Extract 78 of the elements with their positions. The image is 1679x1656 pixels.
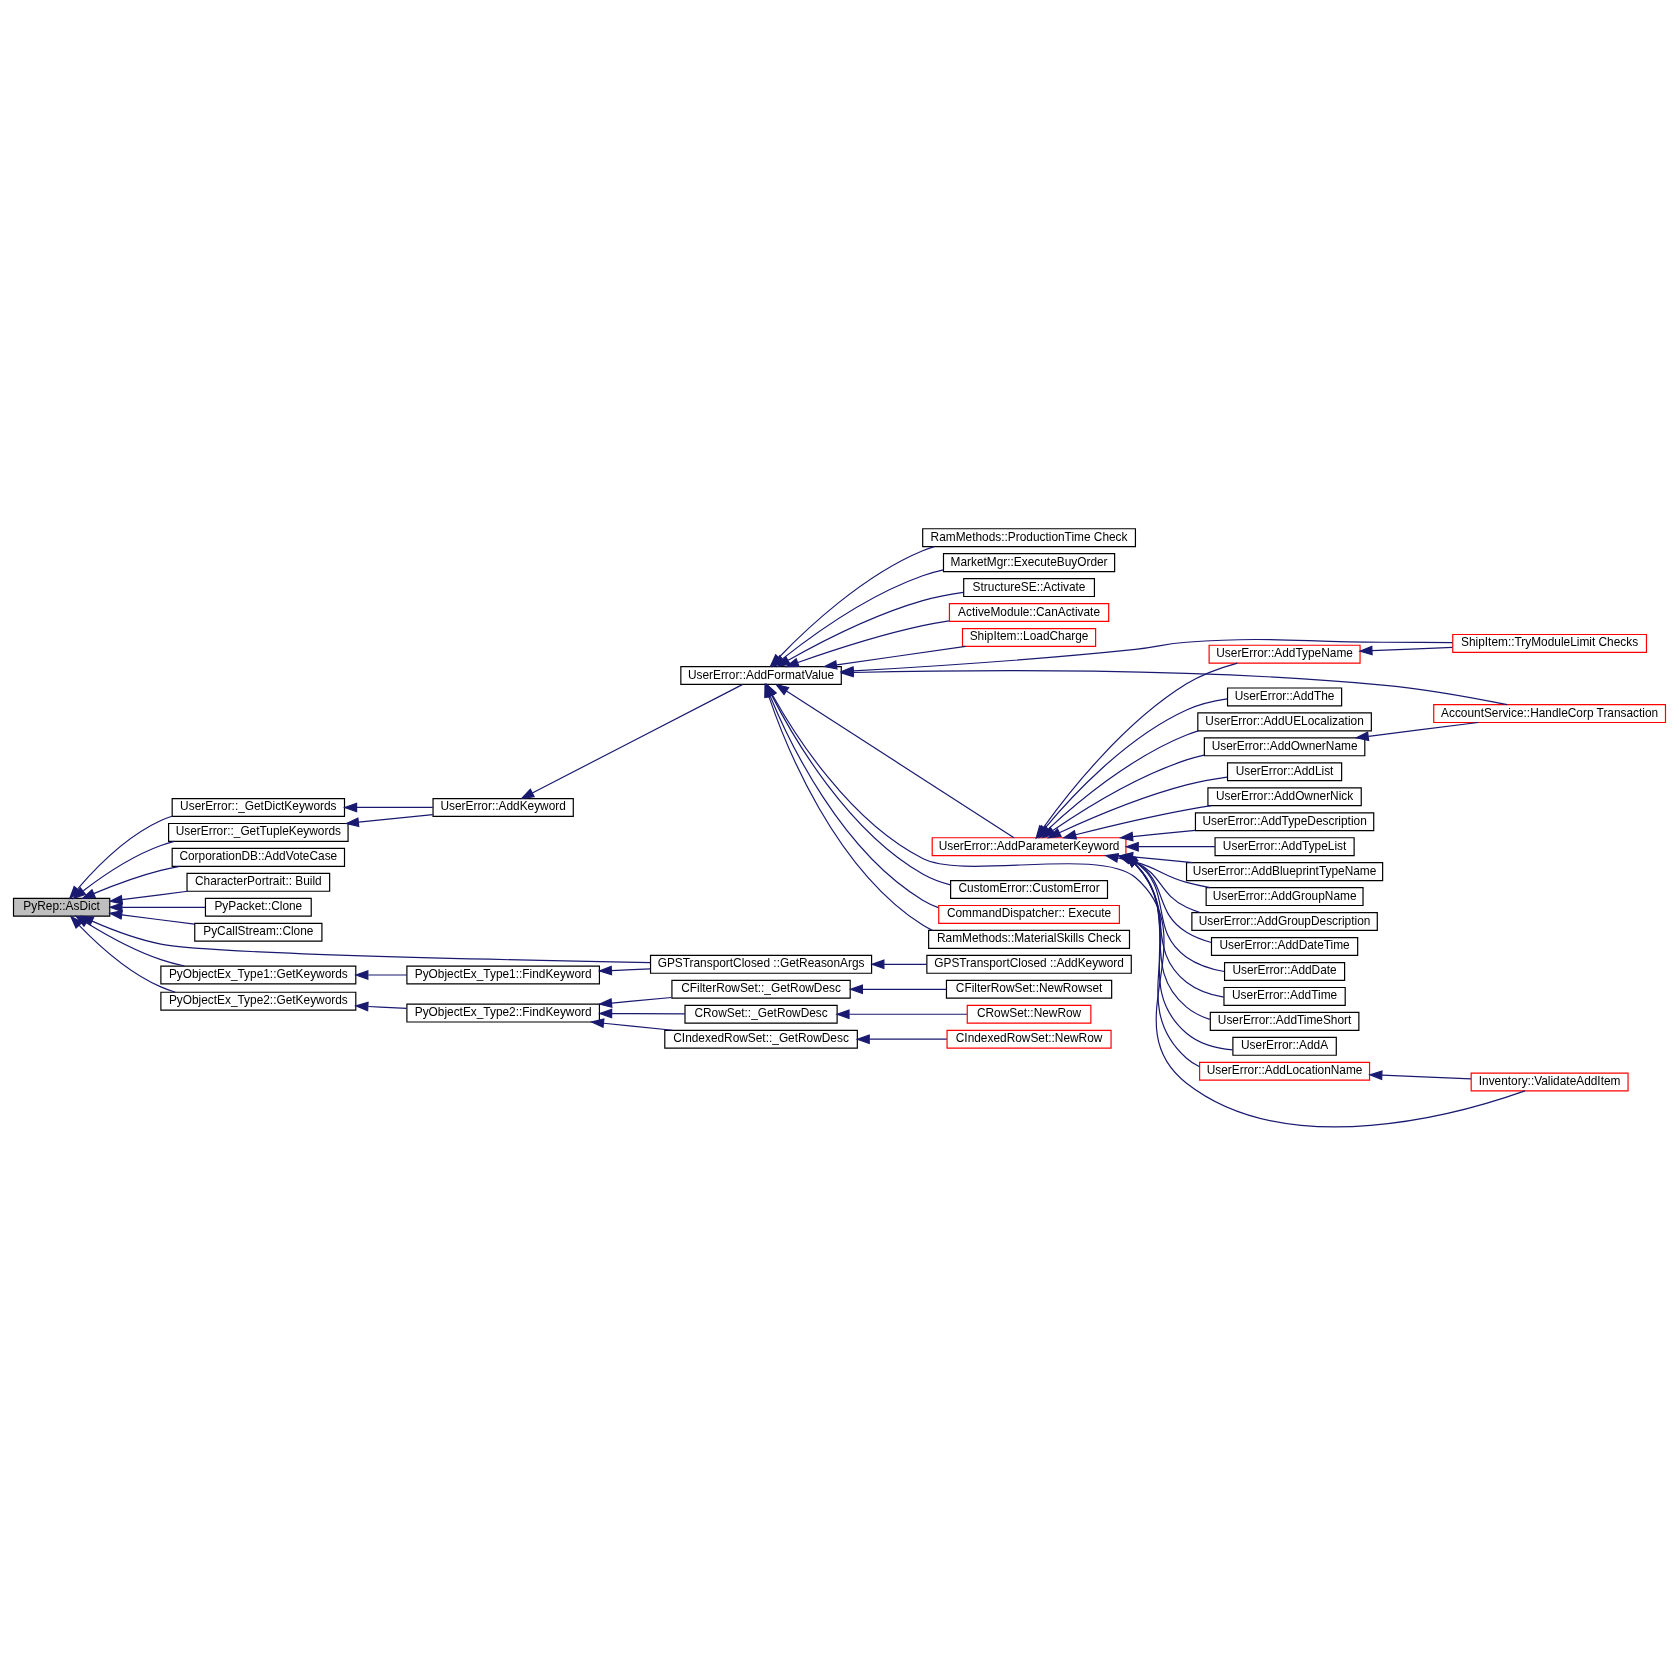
node-box: RamMethods::MaterialSkills Check <box>928 929 1131 949</box>
arrow <box>1046 776 1228 839</box>
node-box: PyCallStream::Clone <box>194 922 323 942</box>
node-box: ShipItem::TryModuleLimit Checks <box>1452 633 1648 653</box>
node-box: UserError::AddBlueprintTypeName <box>1185 862 1384 882</box>
arrow <box>342 802 434 813</box>
arrow <box>597 965 651 976</box>
node-box: Inventory::ValidateAddItem <box>1470 1072 1629 1092</box>
node-box: CIndexedRowSet::NewRow <box>946 1029 1112 1049</box>
node-box: UserError::AddDateTime <box>1210 937 1359 956</box>
arrow <box>776 591 964 668</box>
arrow <box>822 645 967 670</box>
node-box: CorporationDB::AddVoteCase <box>171 847 346 867</box>
node-box: UserError::AddKeyword <box>432 797 574 817</box>
node-box: PyObjectEx_Type2::FindKeyword <box>406 1003 601 1023</box>
node-box: CRowSet::NewRow <box>966 1004 1092 1024</box>
node-box: UserError::AddTypeDescription <box>1194 812 1375 832</box>
node-box: PyObjectEx_Type2::GetKeywords <box>160 991 357 1011</box>
node-box: UserError::AddThe <box>1226 687 1343 707</box>
node-box: UserError::AddDate <box>1223 961 1346 981</box>
node-box: StructureSE::Activate <box>963 578 1096 598</box>
node-box: UserError::AddList <box>1226 762 1343 782</box>
node-box: ShipItem::LoadCharge <box>961 628 1097 647</box>
node-box: MarketMgr::ExecuteBuyOrder <box>942 553 1116 573</box>
arrow <box>597 996 673 1008</box>
node-box: AccountService::HandleCorp Transaction <box>1433 704 1667 724</box>
arrow <box>835 1009 968 1020</box>
arrow <box>1358 645 1454 656</box>
arrow <box>1354 721 1479 742</box>
node-box: UserError::AddGroupName <box>1205 887 1364 907</box>
node-box: UserError::AddOwnerNick <box>1207 787 1362 807</box>
node-box: GPSTransportClosed ::GetReasonArgs <box>649 954 873 974</box>
node-box: UserError::AddOwnerName <box>1203 737 1366 757</box>
arrow <box>344 813 434 828</box>
arrow <box>1118 829 1196 842</box>
node-box: UserError::AddUELocalization <box>1197 712 1372 732</box>
arrow <box>597 1008 686 1019</box>
arrow <box>354 1001 408 1012</box>
node-box: CRowSet::_GetRowDesc <box>684 1004 838 1024</box>
arrow <box>108 890 189 905</box>
arrow <box>1062 805 1212 840</box>
node-box: CFilterRowSet::NewRowset <box>945 979 1113 999</box>
arrow <box>870 959 928 970</box>
node-box: PyPacket::Clone <box>204 897 312 917</box>
node-box: CommandDispatcher:: Execute <box>938 904 1120 924</box>
arrow <box>1124 841 1216 852</box>
node-box: UserError::_GetTupleKeywords <box>168 822 349 842</box>
node-box: PyRep::AsDict <box>12 897 111 917</box>
arrow <box>774 683 1015 839</box>
node-box: GPSTransportClosed ::AddKeyword <box>926 954 1132 974</box>
node-box: UserError::AddTypeName <box>1208 644 1361 664</box>
node-box: UserError::AddFormatValue <box>680 666 842 686</box>
arrow <box>354 970 408 981</box>
node-box: UserError::AddTypeList <box>1214 837 1355 857</box>
arrow <box>848 984 947 995</box>
node-box: ActiveModule::CanActivate <box>948 603 1110 623</box>
arrow <box>589 1018 674 1031</box>
node-box: RamMethods::ProductionTime Check <box>922 528 1137 548</box>
node-box: UserError::AddParameterKeyword <box>931 837 1127 857</box>
node-box: CFilterRowSet::_GetRowDesc <box>671 979 851 999</box>
arrow <box>855 1034 948 1045</box>
arrow <box>108 902 206 913</box>
node-box: PyObjectEx_Type1::GetKeywords <box>160 965 357 985</box>
arrow <box>520 684 743 800</box>
node-box: UserError::AddGroupDescription <box>1191 912 1378 932</box>
arrow <box>108 909 196 925</box>
node-box: CustomError::CustomError <box>950 879 1109 899</box>
node-box: UserError::AddLocationName <box>1199 1061 1371 1081</box>
node-box: UserError::_GetDictKeywords <box>171 797 346 817</box>
node-box: UserError::AddA <box>1232 1036 1337 1056</box>
arrow <box>81 865 181 899</box>
node-box: CharacterPortrait:: Build <box>186 872 331 892</box>
arrow <box>1368 1070 1472 1081</box>
node-box: CIndexedRowSet::_GetRowDesc <box>664 1029 858 1049</box>
arrow <box>784 620 950 668</box>
node-box: UserError::AddTimeShort <box>1209 1011 1360 1031</box>
node-box: PyObjectEx_Type1::FindKeyword <box>406 965 601 985</box>
node-box: UserError::AddTime <box>1223 986 1346 1006</box>
